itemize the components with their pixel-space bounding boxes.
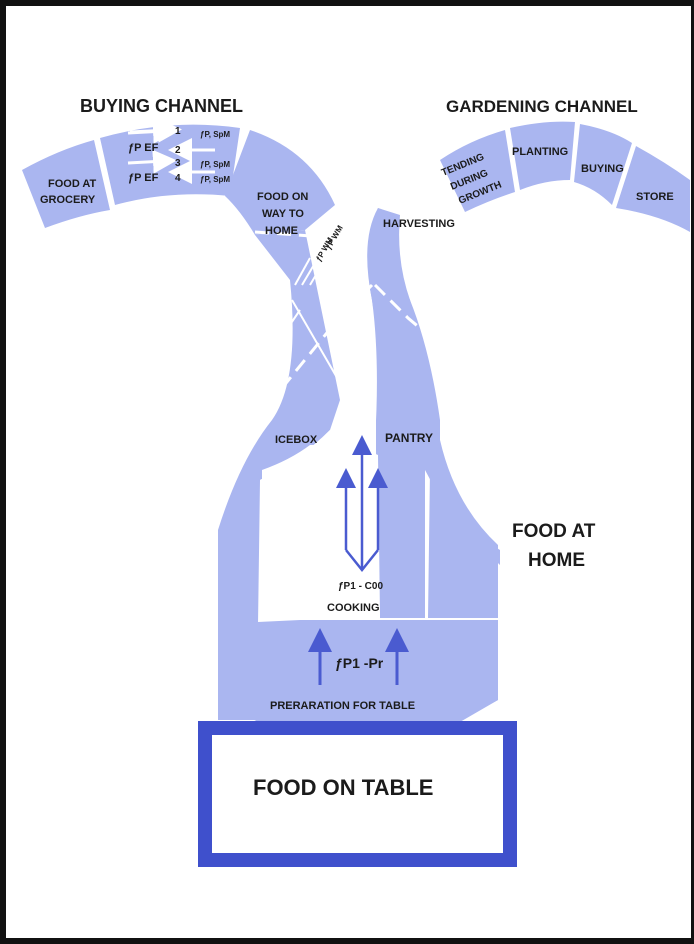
- row-fp-3: ƒP, SpM: [200, 160, 230, 169]
- ef-label-1: ƒP EF: [128, 142, 159, 154]
- prep-fp-label: ƒP1 -Pr: [335, 655, 384, 671]
- harvesting-label: HARVESTING: [383, 218, 455, 230]
- cooking-label: COOKING: [327, 602, 380, 614]
- food-on-table-label: FOOD ON TABLE: [253, 775, 433, 800]
- way-home-label-1: FOOD ON: [257, 191, 308, 203]
- icebox-label: ICEBOX: [275, 434, 318, 446]
- row-num-3: 3: [175, 158, 181, 169]
- store-label: STORE: [636, 191, 674, 203]
- planting-label: PLANTING: [512, 146, 568, 158]
- gardening-buying-label: BUYING: [581, 163, 624, 175]
- store-segment: [616, 146, 690, 232]
- pantry-label: PANTRY: [385, 431, 433, 445]
- buying-channel-title: BUYING CHANNEL: [80, 96, 243, 116]
- ef-label-2: ƒP EF: [128, 172, 159, 184]
- row-num-2: 2: [175, 145, 181, 156]
- row-num-1: 1: [175, 126, 181, 137]
- row-fp-1: ƒP, SpM: [200, 130, 230, 139]
- food-at-home-label-2: HOME: [528, 550, 585, 571]
- way-home-label-2: WAY TO: [262, 208, 304, 220]
- food-at-home-label-1: FOOD AT: [512, 521, 596, 542]
- prep-label: PRERARATION FOR TABLE: [270, 700, 415, 712]
- way-home-label-3: HOME: [265, 225, 298, 237]
- row-fp-4: ƒP, SpM: [200, 175, 230, 184]
- grocery-label-2: GROCERY: [40, 194, 96, 206]
- row-num-4: 4: [175, 173, 181, 184]
- gardening-channel-title: GARDENING CHANNEL: [446, 97, 638, 116]
- cooking-fp-label: ƒP1 - C00: [338, 581, 383, 592]
- grocery-label-1: FOOD AT: [48, 178, 97, 190]
